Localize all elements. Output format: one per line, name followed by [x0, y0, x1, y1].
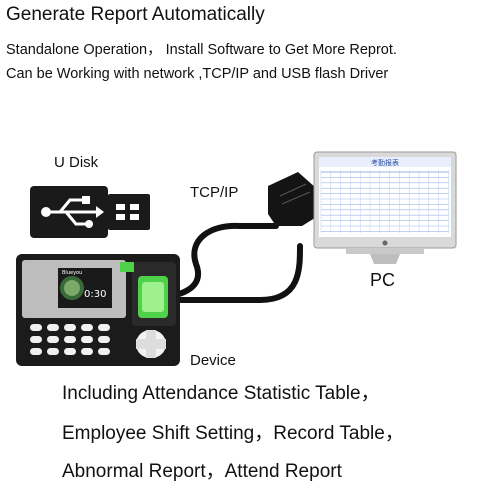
keypad-key [30, 348, 42, 355]
udisk-label: U Disk [54, 154, 99, 171]
keypad-key [64, 324, 76, 331]
device-label: Device [190, 352, 236, 369]
usb-disk-icon [30, 186, 150, 238]
keypad-key [81, 336, 93, 343]
dpad-icon [136, 330, 166, 358]
feature-line-2: Employee Shift Setting，Record Table， [62, 423, 404, 444]
subtitle-line-1: Standalone Operation， Install Software t… [6, 42, 397, 58]
keypad-key [30, 324, 42, 331]
pc-monitor-icon: 考勤报表 [313, 151, 457, 264]
tcp-ip-label: TCP/IP [190, 184, 239, 201]
monitor-header: 考勤报表 [371, 158, 399, 167]
feature-line-1: Including Attendance Statistic Table， [62, 383, 380, 404]
headline: Generate Report Automatically [6, 4, 265, 25]
rj45-plug-icon [268, 172, 318, 226]
usb-symbol-icon [44, 198, 98, 226]
device-clock: 0:30 [84, 289, 106, 300]
keypad-key [47, 336, 59, 343]
keypad-key [47, 348, 59, 355]
keypad-key [98, 336, 110, 343]
keypad-key [30, 336, 42, 343]
feature-line-3: Abnormal Report，Attend Report [62, 461, 342, 482]
keypad-key [81, 348, 93, 355]
spreadsheet-grid [320, 170, 449, 233]
keypad-key [98, 348, 110, 355]
apple-logo-icon [382, 240, 388, 246]
keypad-key [64, 336, 76, 343]
keypad [30, 324, 110, 355]
keypad-key [98, 324, 110, 331]
keypad-key [47, 324, 59, 331]
attendance-device-icon: Blueyou 0:30 [16, 254, 180, 366]
pc-label: PC [370, 270, 396, 290]
keypad-key [81, 324, 93, 331]
device-brand: Blueyou [62, 270, 82, 276]
subtitle-line-2: Can be Working with network ,TCP/IP and … [6, 66, 389, 82]
keypad-key [64, 348, 76, 355]
